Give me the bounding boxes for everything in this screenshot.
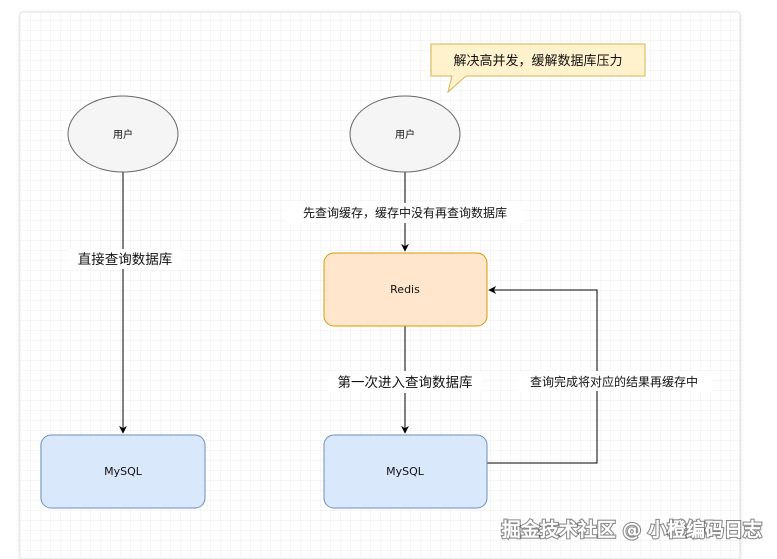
watermark-text: 掘金技术社区 @ 小橙编码日志 xyxy=(502,518,762,541)
edge-label-left-text: 直接查询数据库 xyxy=(78,251,173,268)
edge-label-user-redis-text: 先查询缓存，缓存中没有再查询数据库 xyxy=(303,205,507,220)
callout-note-text: 解决高并发，缓解数据库压力 xyxy=(453,53,622,69)
mysql-node-right[interactable]: MySQL xyxy=(323,434,488,509)
mysql-node-left[interactable]: MySQL xyxy=(40,434,206,509)
mysql-node-right-label: MySQL xyxy=(386,465,425,478)
user-node-right-label: 用户 xyxy=(395,128,415,141)
edge-label-redis-mysql-text: 第一次进入查询数据库 xyxy=(338,374,473,391)
redis-node-label: Redis xyxy=(390,283,420,296)
user-node-left-label: 用户 xyxy=(113,128,133,141)
edge-label-left: 直接查询数据库 xyxy=(68,249,182,269)
user-node-left[interactable]: 用户 xyxy=(67,95,179,173)
user-node-right[interactable]: 用户 xyxy=(349,95,461,173)
edge-label-user-redis: 先查询缓存，缓存中没有再查询数据库 xyxy=(286,203,524,223)
callout-note[interactable]: 解决高并发，缓解数据库压力 xyxy=(430,43,646,94)
redis-node[interactable]: Redis xyxy=(323,252,488,327)
edge-label-mysql-redis-text: 查询完成将对应的结果再缓存中 xyxy=(530,374,698,389)
edge-label-redis-mysql: 第一次进入查询数据库 xyxy=(328,371,482,393)
mysql-node-left-label: MySQL xyxy=(104,465,143,478)
edge-label-mysql-redis: 查询完成将对应的结果再缓存中 xyxy=(516,371,712,391)
